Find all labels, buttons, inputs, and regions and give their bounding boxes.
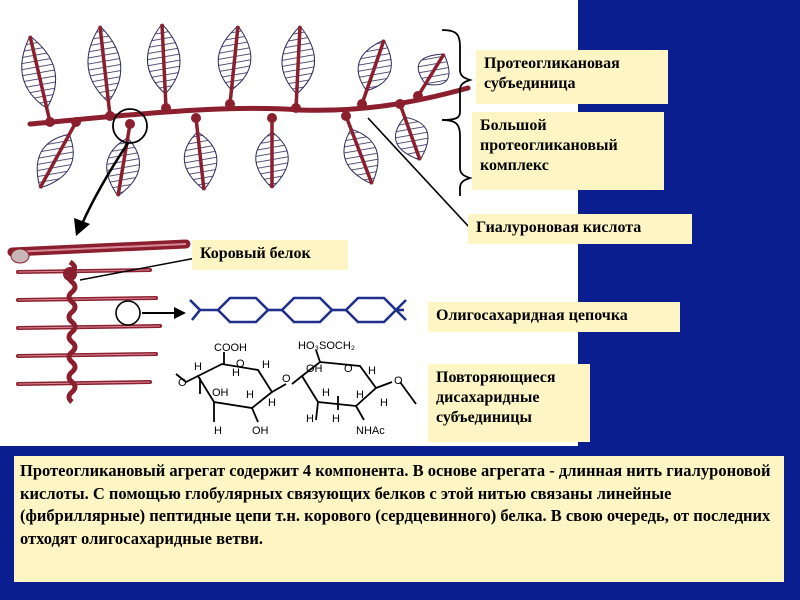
svg-text:HO₃SOCH₂: HO₃SOCH₂ xyxy=(298,340,355,352)
hyaluronic-pointer-line xyxy=(367,117,471,229)
label-large-complex: Большой протеогликановый комплекс xyxy=(472,112,664,190)
svg-text:O: O xyxy=(236,358,245,370)
svg-text:H: H xyxy=(194,361,202,373)
svg-text:H: H xyxy=(332,413,340,425)
svg-text:H: H xyxy=(232,367,240,379)
svg-text:O: O xyxy=(394,375,403,387)
caption-text: Протеогликановый агрегат содержит 4 комп… xyxy=(14,456,784,582)
label-repeating-disaccharides: Повторяющиеся дисахаридные субъединицы xyxy=(428,364,590,442)
disaccharide-structure xyxy=(175,349,417,423)
label-oligosaccharide-chain: Олигосахаридная цепочка xyxy=(428,302,680,332)
svg-text:COOH: COOH xyxy=(214,342,247,354)
core-protein-zoom xyxy=(7,239,197,404)
svg-text:NHAc: NHAc xyxy=(356,425,385,437)
oligosaccharide-chain xyxy=(189,296,407,324)
svg-text:H: H xyxy=(214,425,222,437)
label-proteoglycan-subunit: Протеогликановая субъединица xyxy=(476,50,668,104)
proteoglycan-complex-illustration xyxy=(21,23,471,236)
svg-text:OH: OH xyxy=(252,425,269,437)
svg-text:H: H xyxy=(246,389,254,401)
core-pointer-line xyxy=(79,257,197,281)
magnify-circle xyxy=(112,108,148,144)
magnify-arrow xyxy=(80,142,130,225)
svg-text:OH: OH xyxy=(306,363,323,375)
svg-text:O: O xyxy=(344,363,353,375)
oligo-magnify-circle xyxy=(115,300,141,326)
subunit-bracket xyxy=(441,29,473,196)
svg-text:H: H xyxy=(356,389,364,401)
label-core-protein: Коровый белок xyxy=(192,240,348,270)
oligosaccharide-branches xyxy=(16,268,162,386)
svg-text:H: H xyxy=(368,365,376,377)
svg-text:H: H xyxy=(262,359,270,371)
svg-text:H: H xyxy=(268,397,276,409)
svg-text:H: H xyxy=(306,413,314,425)
svg-text:H: H xyxy=(322,387,330,399)
lower-subunits xyxy=(36,103,429,197)
svg-text:OH: OH xyxy=(212,387,229,399)
svg-text:O: O xyxy=(178,377,187,389)
svg-text:O: O xyxy=(282,373,291,385)
upper-subunits xyxy=(21,23,450,123)
disaccharide-labels: COOH HO₃SOCH₂ H H H O OH H H H OH O OH H… xyxy=(178,340,403,437)
link-proteins xyxy=(45,91,423,129)
core-protein-chain xyxy=(66,259,78,404)
svg-text:H: H xyxy=(380,397,388,409)
label-hyaluronic-acid: Гиалуроновая кислота xyxy=(468,214,692,244)
